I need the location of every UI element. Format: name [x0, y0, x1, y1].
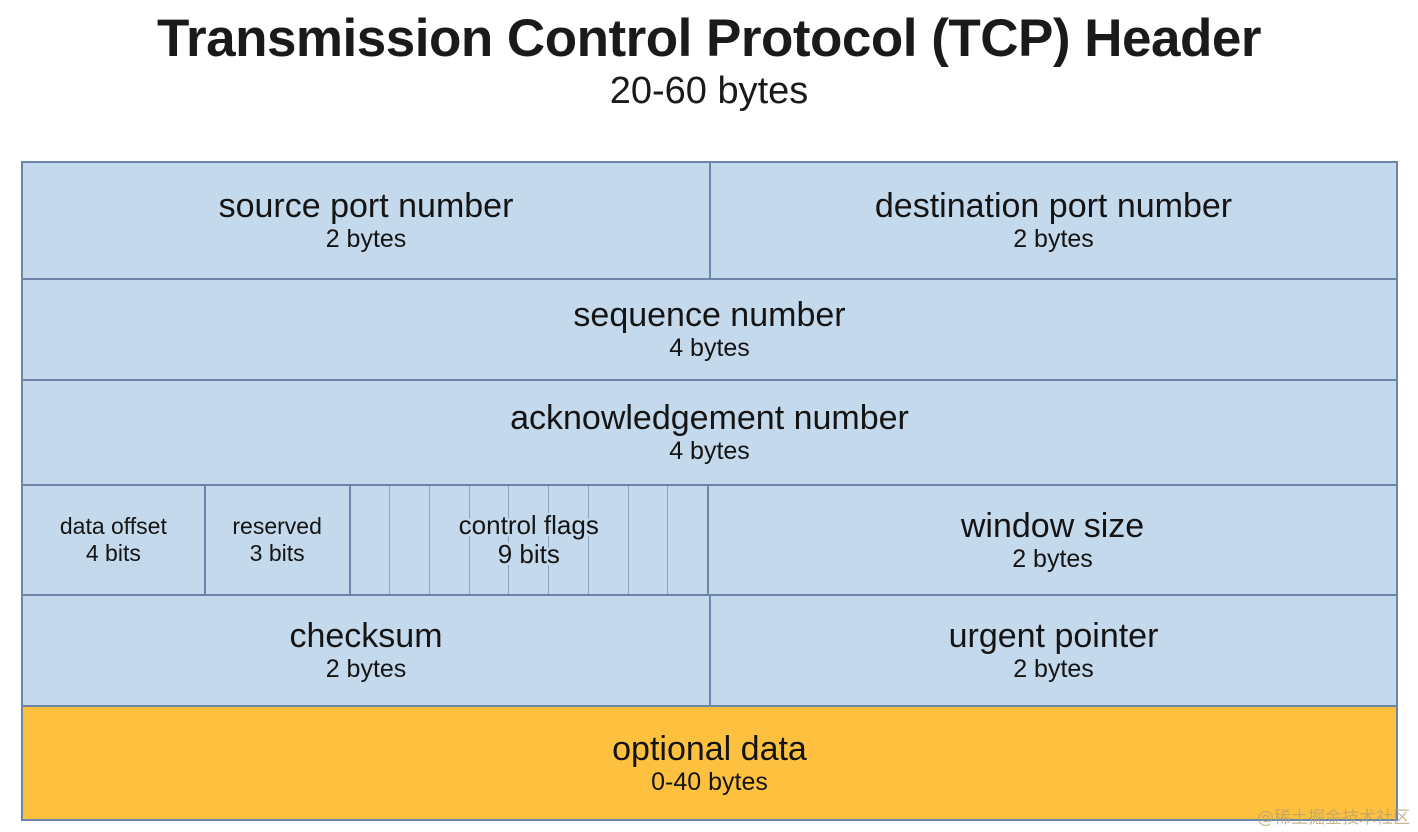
field-label: destination port number [874, 187, 1233, 226]
field-label: urgent pointer [948, 617, 1159, 656]
field-label: sequence number [573, 296, 846, 335]
field-acknowledgement-number: acknowledgement number 4 bytes [23, 381, 1396, 484]
watermark: @稀土掘金技术社区 [1257, 808, 1410, 828]
field-size: 4 bits [85, 539, 141, 566]
field-size: 0-40 bytes [651, 767, 768, 796]
field-size: 3 bits [249, 539, 305, 566]
field-sequence-number: sequence number 4 bytes [23, 280, 1396, 379]
header-row-sequence: sequence number 4 bytes [23, 280, 1396, 381]
field-destination-port: destination port number 2 bytes [711, 163, 1396, 278]
field-size: 2 bytes [1013, 655, 1094, 684]
control-flag-bit-2 [390, 486, 430, 594]
field-size: 4 bytes [669, 334, 750, 363]
field-size: 4 bytes [669, 437, 750, 466]
tcp-header-diagram: source port number 2 bytes destination p… [21, 161, 1398, 821]
header-row-options: optional data 0-40 bytes [23, 707, 1396, 819]
control-flag-bit-3 [429, 486, 470, 594]
field-reserved: reserved 3 bits [205, 486, 351, 594]
field-label: source port number [218, 187, 514, 226]
page-title: Transmission Control Protocol (TCP) Head… [157, 9, 1261, 68]
control-flag-bit-1 [350, 486, 391, 594]
page-subtitle: 20-60 bytes [609, 70, 809, 113]
field-label: acknowledgement number [510, 399, 909, 438]
field-label: checksum [289, 617, 443, 656]
field-window-size: window size 2 bytes [709, 486, 1397, 594]
control-flags-subcells [350, 486, 707, 594]
field-label: data offset [59, 512, 167, 539]
control-flag-bit-4 [469, 486, 510, 594]
control-flag-bit-5 [509, 486, 550, 594]
header-row-ports: source port number 2 bytes destination p… [23, 163, 1396, 280]
control-flag-bit-6 [549, 486, 589, 594]
field-label: optional data [612, 729, 807, 768]
title-block: Transmission Control Protocol (TCP) Head… [0, 0, 1418, 115]
field-label: window size [960, 506, 1145, 545]
field-urgent-pointer: urgent pointer 2 bytes [711, 596, 1396, 705]
field-size: 2 bytes [1013, 225, 1094, 254]
field-data-offset: data offset 4 bits [23, 486, 206, 594]
header-row-acknowledgement: acknowledgement number 4 bytes [23, 381, 1396, 486]
field-checksum: checksum 2 bytes [23, 596, 711, 705]
header-row-flags: data offset 4 bits reserved 3 bits contr… [23, 486, 1397, 596]
control-flag-bit-9 [668, 486, 707, 594]
header-row-checksum: checksum 2 bytes urgent pointer 2 bytes [23, 596, 1396, 707]
field-optional-data: optional data 0-40 bytes [23, 707, 1396, 819]
field-source-port: source port number 2 bytes [23, 163, 711, 278]
field-size: 2 bytes [325, 655, 407, 684]
field-size: 2 bytes [1012, 544, 1093, 573]
field-control-flags: control flags 9 bits [350, 486, 710, 594]
control-flag-bit-8 [628, 486, 669, 594]
field-label: reserved [232, 512, 322, 539]
control-flag-bit-7 [588, 486, 629, 594]
field-size: 2 bytes [325, 225, 407, 254]
